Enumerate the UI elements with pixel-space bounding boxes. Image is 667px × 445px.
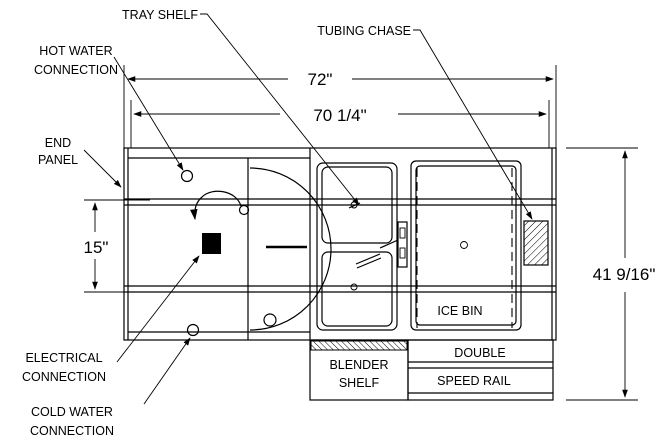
rail-lines — [124, 198, 556, 293]
electrical-callout-2: CONNECTION — [22, 370, 106, 384]
leader-lines — [83, 13, 533, 405]
swing-door — [249, 167, 332, 331]
electrical-connection-icon — [202, 233, 221, 254]
inner-width-dimension: 70 1/4" — [130, 100, 550, 148]
double-sink — [316, 162, 408, 331]
blender-shelf-label-2: SHELF — [339, 376, 380, 390]
double-rail-label-2: SPEED RAIL — [437, 374, 511, 388]
depth-label: 41 9/16" — [593, 265, 656, 284]
end-panel-callout-1: END — [45, 136, 71, 150]
connection-spacing-dimension: 15" — [84, 199, 150, 293]
rotation-arrow-icon — [190, 190, 242, 221]
connection-spacing-label: 15" — [84, 238, 109, 257]
tray-shelf-callout: TRAY SHELF — [122, 8, 198, 22]
inner-width-label: 70 1/4" — [313, 106, 366, 125]
depth-dimension: 41 9/16" — [566, 147, 656, 401]
end-panel-callout-2: PANEL — [38, 153, 78, 167]
connections-area — [180, 169, 250, 337]
double-rail-label-1: DOUBLE — [454, 346, 505, 360]
electrical-callout-1: ELECTRICAL — [25, 351, 102, 365]
hot-water-callout-2: CONNECTION — [34, 63, 118, 77]
tubing-chase-callout: TUBING CHASE — [317, 24, 411, 38]
overall-width-dimension: 72" — [123, 65, 557, 148]
cold-water-callout-1: COLD WATER — [31, 405, 113, 419]
double-speed-rail: DOUBLE SPEED RAIL — [407, 339, 554, 401]
ice-bin-label: ICE BIN — [437, 304, 482, 318]
cold-water-callout-2: CONNECTION — [30, 424, 114, 438]
blender-shelf: BLENDER SHELF — [309, 339, 409, 401]
hot-water-connection-icon — [180, 169, 194, 183]
overall-width-label: 72" — [308, 70, 333, 89]
blender-shelf-label-1: BLENDER — [329, 358, 388, 372]
tubing-chase-block — [523, 220, 549, 266]
station-outline — [123, 147, 557, 341]
cold-water-connection-icon — [186, 323, 200, 337]
ice-bin: ICE BIN — [410, 160, 522, 331]
hot-water-callout-1: HOT WATER — [39, 44, 112, 58]
